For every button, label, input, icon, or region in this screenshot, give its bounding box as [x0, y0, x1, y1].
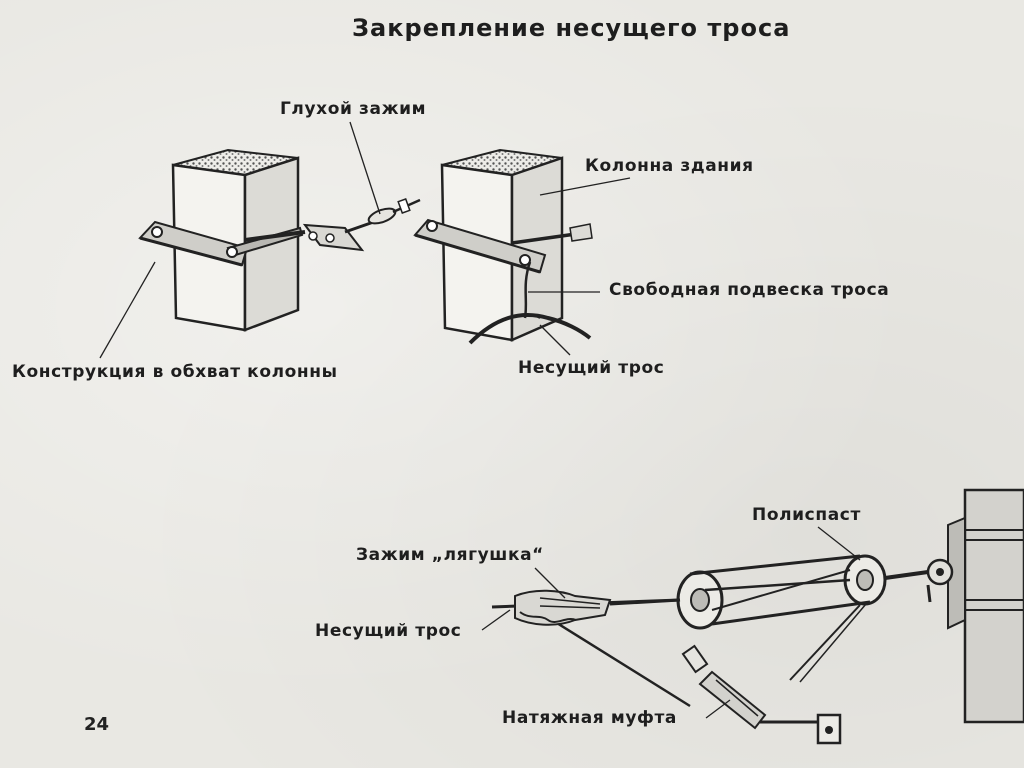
- pulley-block: [676, 554, 929, 683]
- frog-clamp-assembly: [514, 589, 681, 626]
- label-carrier-cable-bottom: Несущий трос: [315, 621, 462, 641]
- free-suspension-cable: [468, 261, 592, 345]
- label-frog-clamp: Зажим „лягушка“: [356, 545, 544, 565]
- label-dead-clamp: Глухой зажим: [280, 99, 427, 119]
- page-number: 24: [84, 714, 110, 735]
- label-building-column: Колонна здания: [585, 156, 754, 176]
- label-free-suspension: Свободная подвеска троса: [609, 280, 890, 300]
- tension-coupling: [681, 644, 842, 745]
- right-column-bracket: [413, 218, 593, 274]
- label-tension-coupling: Натяжная муфта: [502, 708, 678, 728]
- left-column-bracket: [138, 220, 306, 267]
- leader-lines-bottom: [481, 526, 861, 719]
- dead-clamp-assembly: [302, 198, 421, 252]
- label-pulley-block: Полиспаст: [752, 505, 861, 525]
- label-column-wrap-structure: Конструкция в обхват колонны: [12, 362, 338, 382]
- leader-lines-top: [99, 121, 631, 359]
- page-title: Закрепление несущего троса: [352, 14, 791, 42]
- label-carrier-cable-top: Несущий трос: [518, 358, 665, 378]
- wall-structure: [926, 488, 1024, 724]
